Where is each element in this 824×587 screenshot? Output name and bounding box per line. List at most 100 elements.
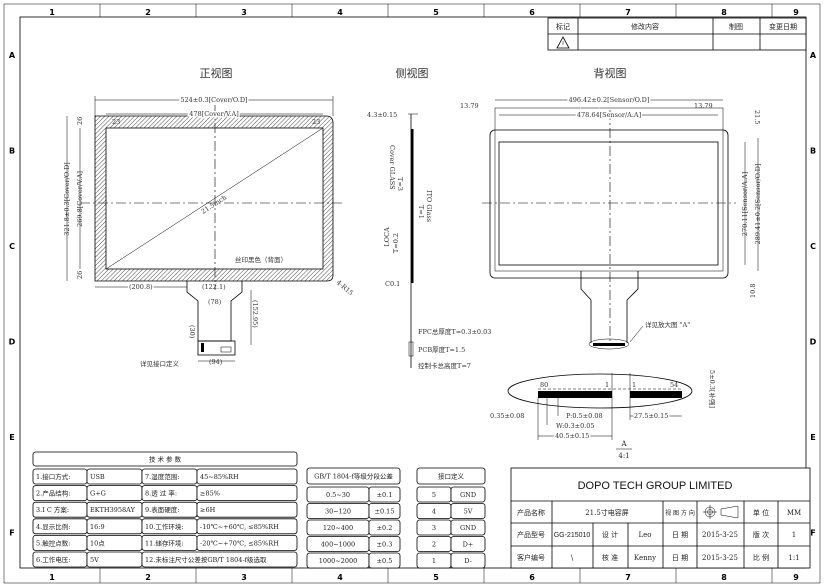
tolerance-range: 0.5~30 bbox=[326, 491, 350, 499]
tech-param-label: 1.接口方式: bbox=[36, 472, 70, 481]
tolerance-table-title: GB/T 1804-f等级分段公差 bbox=[314, 472, 393, 481]
grid-column-label: 2 bbox=[145, 8, 151, 17]
interface-pin: 5 bbox=[432, 491, 436, 499]
front-cover-od-width: 524±0.3[Cover/O.D] bbox=[180, 96, 247, 104]
designer: Leo bbox=[638, 531, 651, 539]
grid-column-label: 4 bbox=[337, 8, 343, 17]
interface-signal-cell bbox=[450, 503, 486, 519]
front-cover-od-height: 321.8±0.3[Cover/O.D] bbox=[63, 162, 71, 235]
company-name: DOPO TECH GROUP LIMITED bbox=[578, 480, 733, 492]
tolerance-value-cell bbox=[368, 503, 401, 519]
interface-signal: GND bbox=[460, 524, 476, 532]
tolerance-range: 120~400 bbox=[323, 524, 353, 532]
back-margin-left: 13.79 bbox=[460, 102, 479, 110]
side-ito-glass: ITO Glass bbox=[425, 190, 433, 222]
version-label: 版 次 bbox=[753, 530, 769, 539]
tech-param-value: -20℃~+70℃, ≤85%RH bbox=[200, 539, 279, 547]
front-fpc-width-top: (122.1) bbox=[202, 283, 226, 291]
grid-row-label: A bbox=[9, 51, 16, 60]
design-label: 设 计 bbox=[602, 530, 618, 539]
detail-left-length: 40.5±0.15 bbox=[555, 432, 589, 440]
customer-label: 客户编号 bbox=[517, 553, 545, 562]
design-date-label: 日 期 bbox=[672, 531, 688, 539]
detail-right-length: 27.5±0.15 bbox=[634, 412, 668, 420]
tech-param-label: 4.显示比例: bbox=[36, 522, 70, 531]
tech-param-value: 45~85%RH bbox=[200, 473, 239, 481]
interface-signal-cell bbox=[450, 552, 486, 569]
front-connector-height: (30) bbox=[188, 325, 196, 339]
revision-table: 标记 修改内容 制图 变更日期 bbox=[547, 17, 807, 51]
tech-param-value-cell bbox=[196, 501, 298, 518]
model-label: 产品型号 bbox=[517, 530, 545, 539]
back-bottom-offset: 10.8 bbox=[749, 284, 757, 298]
scale-value: 1:1 bbox=[788, 554, 799, 562]
front-fpc-width-mid: (78) bbox=[208, 298, 222, 306]
model-value: GG-215010 bbox=[554, 532, 591, 539]
tech-param-value: 16:9 bbox=[90, 523, 105, 531]
side-cover-glass: Cover GLASS bbox=[388, 145, 396, 190]
detail-pin-right-start: 1 bbox=[632, 381, 636, 389]
tech-param-value: 5V bbox=[90, 556, 99, 564]
side-ito-glass-t: T=1 bbox=[417, 205, 425, 219]
tech-param-value: 10点 bbox=[90, 539, 105, 547]
grid-column-label: 5 bbox=[433, 8, 439, 17]
tech-param-value-cell bbox=[196, 468, 298, 485]
tech-param-value: USB bbox=[90, 473, 105, 481]
unit-label: 单 位 bbox=[753, 508, 769, 517]
grid-column-label: 4 bbox=[337, 573, 343, 582]
tech-param-value: ≥6H bbox=[200, 506, 216, 514]
title-block: DOPO TECH GROUP LIMITED 产品名称 21.5寸电容屏 视 … bbox=[510, 467, 811, 569]
tech-param-value: ≥85% bbox=[200, 490, 220, 498]
interface-signal-cell bbox=[450, 519, 486, 536]
side-fpc-thickness: FPC总厚度T=0.3±0.03 bbox=[418, 327, 491, 336]
warning-triangle-icon bbox=[556, 36, 570, 49]
grid-row-label: F bbox=[9, 529, 14, 538]
side-chamfer: C0.1 bbox=[385, 280, 400, 288]
approve-date-label: 日 期 bbox=[672, 554, 688, 562]
side-pcb-thickness: PCB厚度T=1.5 bbox=[418, 345, 465, 354]
product-name-label: 产品名称 bbox=[517, 508, 545, 517]
interface-pin: 4 bbox=[432, 508, 436, 516]
side-loca-t: T=0.2 bbox=[392, 233, 400, 253]
grid-column-label: 6 bbox=[529, 573, 535, 582]
tech-param-label: 9.表面硬度: bbox=[145, 505, 179, 514]
interface-pin: 2 bbox=[432, 541, 436, 549]
view-direction-label: 视 图 方 向 bbox=[665, 509, 695, 517]
grid-column-label: 1 bbox=[49, 8, 55, 17]
tech-param-label: 10.工作环境: bbox=[145, 522, 184, 531]
tech-param-value-cell bbox=[196, 485, 298, 502]
projection-symbol-icon bbox=[703, 505, 739, 519]
tech-params-title-cell bbox=[32, 451, 298, 467]
back-sensor-aa-height: 270.11[Sensor/A.A] bbox=[741, 172, 749, 236]
tolerance-value: ±0.3 bbox=[377, 541, 393, 549]
back-sensor-od-height: 289.41±0.2[Sensor/O.D] bbox=[754, 164, 762, 245]
detail-pitch: P:0.5±0.08 bbox=[566, 412, 603, 420]
side-cover-glass-t: T=3 bbox=[396, 177, 404, 191]
grid-column-label: 5 bbox=[433, 573, 439, 582]
interface-signal: D+ bbox=[463, 541, 474, 549]
design-date: 2015-3-25 bbox=[702, 531, 738, 539]
front-interface-note: 详见接口定义 bbox=[140, 359, 180, 368]
tech-param-note: 12.未标注尺寸公差按GB/T 1804-f级选取 bbox=[145, 555, 267, 564]
grid-row-label: A bbox=[810, 51, 817, 60]
front-margin-top: 26 bbox=[76, 117, 84, 125]
grid-row-label: E bbox=[810, 433, 815, 442]
interface-signal: GND bbox=[460, 491, 476, 499]
interface-table-title: 接口定义 bbox=[438, 472, 465, 481]
back-margin-right: 13.79 bbox=[694, 102, 713, 110]
tolerance-range: 1000~2000 bbox=[319, 557, 358, 565]
tolerance-table-title-cell bbox=[306, 467, 401, 485]
tolerance-value-cell bbox=[368, 552, 401, 569]
front-view: 524±0.3[Cover/O.D] 478[Cover/V.A] 23 23 … bbox=[63, 95, 355, 369]
grid-row-label: C bbox=[9, 242, 15, 251]
back-sensor-od-width: 496.42±0.2[Sensor/O.D] bbox=[569, 96, 650, 104]
tech-param-label: 5.触控点数: bbox=[36, 538, 70, 547]
revision-header-mark: 标记 bbox=[556, 22, 570, 31]
tech-param-note-cell bbox=[141, 551, 298, 568]
grid-column-label: 9 bbox=[793, 573, 799, 582]
front-margin-bottom: 26 bbox=[76, 271, 84, 279]
side-controller-height: 控制卡总高度T=7 bbox=[418, 361, 471, 370]
grid-column-label: 9 bbox=[793, 8, 799, 17]
grid-column-label: 1 bbox=[49, 573, 55, 582]
